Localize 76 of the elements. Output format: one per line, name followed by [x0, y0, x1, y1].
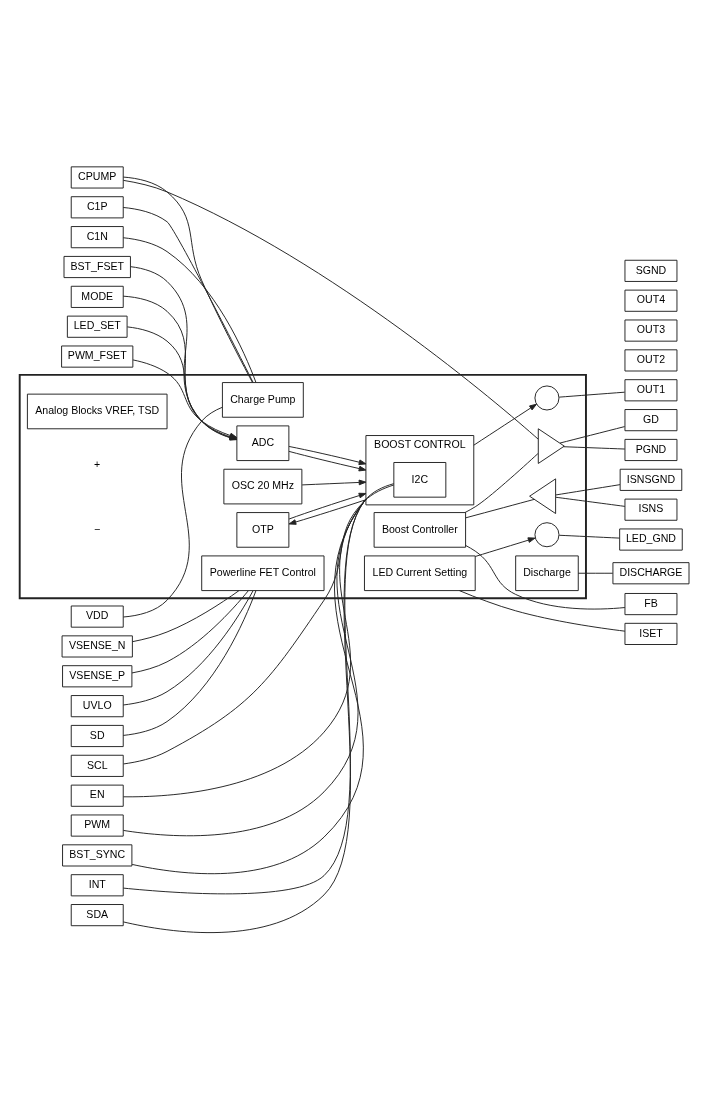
- node-box: Boost Controller: [373, 512, 467, 548]
- connector: [122, 176, 253, 383]
- node-box: SDA: [70, 904, 124, 927]
- node-triangle: [529, 478, 557, 514]
- arrow: [301, 479, 367, 486]
- arrow: [473, 403, 537, 446]
- node-circle: [534, 522, 560, 548]
- node-box: PGND: [624, 438, 678, 462]
- arrow: [288, 499, 367, 525]
- label: +: [94, 458, 101, 471]
- node-box: VSENSE_P: [62, 665, 133, 688]
- node-box: C1N: [70, 226, 124, 249]
- connector: [555, 496, 626, 507]
- connector: [558, 391, 626, 398]
- node-box: VSENSE_N: [61, 635, 133, 658]
- connector: [122, 207, 254, 383]
- node-box: OUT4: [624, 289, 678, 312]
- node-box: LED_SET: [66, 315, 128, 338]
- node-box: LED Current Setting: [363, 555, 476, 592]
- node-box: PWM_FSET: [61, 345, 134, 368]
- node-box: BST_SYNC: [62, 844, 133, 867]
- node-box: PWM: [70, 814, 124, 837]
- node-box: Analog Blocks VREF, TSD: [26, 393, 168, 430]
- node-circle: [534, 385, 560, 411]
- node-box: SD: [70, 724, 124, 748]
- node-box: I2C: [393, 462, 447, 498]
- arrow: [288, 450, 367, 472]
- connector: [122, 590, 257, 736]
- node-box: EN: [70, 784, 124, 807]
- connector: [577, 572, 614, 574]
- connector: [464, 453, 539, 513]
- node-box: MODE: [70, 285, 124, 308]
- connector: [458, 590, 626, 632]
- connector: [465, 498, 535, 519]
- node-box: OUT1: [624, 379, 678, 402]
- node-box: GD: [624, 409, 678, 432]
- arrow: [288, 492, 367, 520]
- node-box: DISCHARGE: [612, 562, 690, 585]
- label: −: [94, 522, 101, 535]
- arrow: [474, 537, 536, 557]
- node-box: SGND: [624, 259, 678, 282]
- connector: [465, 544, 626, 610]
- node-box: OSC 20 MHz: [223, 468, 303, 505]
- node-box: Powerline FET Control: [201, 555, 325, 592]
- node-box: ADC: [236, 425, 290, 462]
- node-box: ISNS: [624, 498, 678, 521]
- connector: [123, 484, 395, 765]
- connector: [122, 483, 395, 933]
- node-box: OUT3: [624, 319, 678, 342]
- node-box: C1P: [70, 196, 124, 219]
- node-box: OTP: [236, 512, 290, 548]
- node-box: UVLO: [70, 695, 124, 718]
- connector: [131, 590, 249, 674]
- connector: [132, 590, 240, 643]
- node-box: INT: [70, 874, 124, 897]
- node-box: BST_FSET: [63, 255, 131, 279]
- connector: [555, 484, 621, 496]
- connector: [562, 446, 626, 450]
- node-box: Charge Pump: [221, 382, 304, 418]
- node-box: ISNSGND: [619, 468, 683, 491]
- cluster: [18, 373, 587, 600]
- connector: [559, 426, 626, 444]
- node-triangle: [537, 428, 565, 464]
- node-box: LED_GND: [619, 528, 683, 551]
- connector: [122, 590, 254, 706]
- arrow: [288, 445, 367, 466]
- node-box: SCL: [70, 754, 124, 777]
- connector: [558, 534, 620, 539]
- node-box: OUT2: [624, 349, 678, 372]
- connector: [122, 406, 223, 618]
- node-box: ISET: [624, 622, 678, 645]
- node-box: FB: [624, 593, 678, 616]
- connector: [122, 237, 257, 383]
- node-box: Discharge: [515, 555, 579, 592]
- node-box: CPUMP: [70, 166, 124, 189]
- node-box: VDD: [70, 605, 124, 628]
